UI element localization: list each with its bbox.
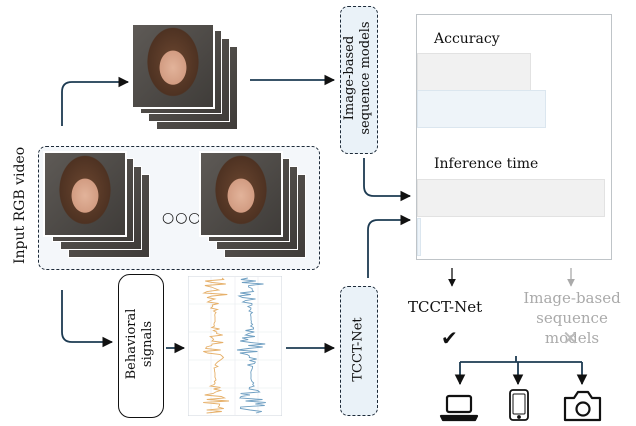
- signal-trace-orange: [202, 277, 230, 414]
- check-icon: ✔: [441, 326, 458, 350]
- chart-bar: [417, 179, 605, 217]
- result-model-label-line2: sequence models: [536, 309, 608, 347]
- cross-icon: ✕: [562, 326, 579, 350]
- inference-title: Inference time: [434, 156, 539, 172]
- chart-bar: [417, 218, 421, 256]
- face-frame: [44, 152, 126, 236]
- face-frame: [132, 24, 214, 108]
- result-model-label: Image-based sequence models: [512, 288, 632, 348]
- device-branch-line: [460, 356, 582, 363]
- left-face-stack: [44, 152, 154, 260]
- laptop-icon: [439, 394, 479, 422]
- arrow-model-to-chart: [363, 158, 412, 202]
- arrow-tcct-to-chart: [367, 214, 412, 278]
- behavioral-signal-plot: [188, 276, 282, 416]
- behavioral-signals-box: [118, 274, 164, 418]
- result-tcct-label: TCCT-Net: [408, 298, 483, 316]
- chart-bar: [417, 53, 531, 91]
- right-face-stack: [200, 152, 310, 260]
- top-face-stack: [132, 24, 242, 132]
- face-frame: [200, 152, 282, 236]
- tcct-net-box: [340, 286, 378, 416]
- image-model-box: [340, 6, 378, 154]
- signal-trace-blue: [236, 277, 266, 414]
- camera-icon: [563, 390, 602, 422]
- phone-icon: [509, 389, 529, 421]
- arrow-to-top-faces: [61, 76, 130, 126]
- result-model-label-line1: Image-based: [523, 289, 621, 307]
- accuracy-title: Accuracy: [434, 31, 500, 47]
- ellipsis-circles: ○○○: [162, 210, 202, 226]
- chart-bar: [417, 90, 546, 128]
- arrow-to-behavioral: [61, 290, 114, 348]
